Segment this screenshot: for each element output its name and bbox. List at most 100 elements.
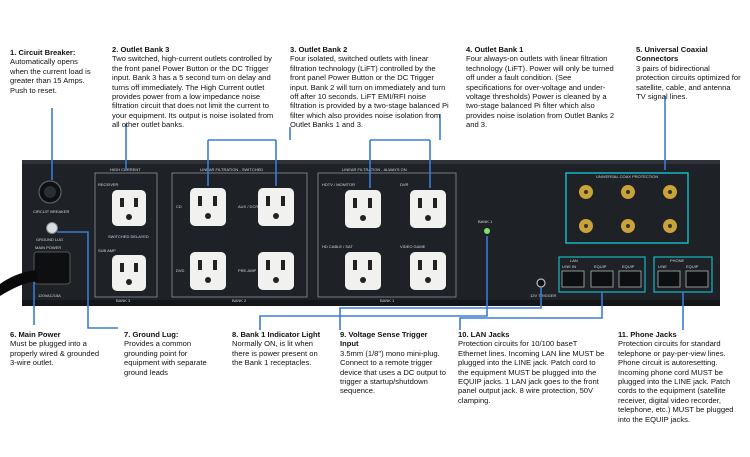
outlet-label-cd: CD [176, 204, 182, 209]
outlet-label-pre-amp: PRE-AMP [238, 268, 257, 273]
coax-connector[interactable] [621, 185, 635, 199]
callout-outlet-bank-1: 4. Outlet Bank 1 Four always-on outlets … [466, 45, 616, 130]
bank3-note: SWITCHED DELAYED [108, 234, 149, 239]
callout-circuit-breaker: 1. Circuit Breaker: Automatically opens … [10, 48, 94, 95]
phone-header: PHONE [670, 258, 685, 263]
callout-title: 7. Ground Lug: [124, 330, 179, 339]
callout-desc: Protection circuits for standard telepho… [618, 339, 734, 424]
lan-jack[interactable] [561, 270, 585, 288]
outlet-label-receiver: RECEIVER [98, 182, 119, 187]
bank2-header: LINEAR FILTRATION - SWITCHED [200, 167, 263, 172]
callout-outlet-bank-3: 2. Outlet Bank 3 Two switched, high-curr… [112, 45, 280, 130]
power-cord [0, 270, 38, 296]
outlet-label-hd-cable: HD CABLE / SAT [322, 244, 353, 249]
leader-line [459, 292, 603, 330]
callout-desc: Two switched, high-current outlets contr… [112, 54, 274, 130]
outlet[interactable] [190, 252, 226, 290]
callout-title: 6. Main Power [10, 330, 61, 339]
callout-desc: Normally ON, is lit when there is power … [232, 339, 318, 368]
callout-ground-lug: 7. Ground Lug: Provides a common groundi… [124, 330, 224, 377]
outlet-label-aux-dcr: AUX / DCR [238, 204, 258, 209]
lan-jack-label: EQUIP [594, 264, 607, 269]
coax-connector[interactable] [621, 219, 635, 233]
leader-line [207, 127, 291, 186]
indicator-label: BANK 1 [478, 219, 493, 224]
bank3-frame [94, 172, 158, 298]
callout-title: 2. Outlet Bank 3 [112, 45, 170, 54]
callout-phone-jacks: 11. Phone Jacks Protection circuits for … [618, 330, 746, 424]
main-power-label: MAIN POWER [35, 245, 61, 250]
voltage-label: 120VAC/15A [38, 293, 61, 298]
outlet[interactable] [258, 252, 294, 290]
leader-line [369, 114, 441, 188]
lan-jack-label: LINE IN [562, 264, 576, 269]
bank1-header: LINEAR FILTRATION - ALWAYS ON [342, 167, 407, 172]
callout-title: 3. Outlet Bank 2 [290, 45, 348, 54]
callout-desc: Must be plugged into a properly wired & … [10, 339, 100, 368]
ground-lug-label: GROUND LUG [36, 237, 63, 242]
callout-desc: 3 pairs of bidirectional protection circ… [636, 63, 741, 102]
coax-connector[interactable] [663, 219, 677, 233]
callout-title: 11. Phone Jacks [618, 330, 677, 339]
coax-outline [565, 172, 689, 244]
phone-jack[interactable] [685, 270, 709, 288]
callout-title: 1. Circuit Breaker: [10, 48, 76, 57]
callout-desc: Protection circuits for 10/100 baseT Eth… [458, 339, 605, 405]
leader-line [339, 288, 542, 330]
leader-line [57, 231, 118, 329]
lan-jack-label: EQUIP [622, 264, 635, 269]
outlet-label-dvr: DVR [400, 182, 409, 187]
trigger-label: 12V TRIGGER [530, 293, 556, 298]
coax-connector[interactable] [663, 185, 677, 199]
bank3-footer: BANK 3 [116, 298, 131, 303]
bank2-frame [171, 172, 308, 298]
leader-line [259, 236, 488, 330]
coax-connector[interactable] [579, 185, 593, 199]
bank1-footer: BANK 1 [380, 298, 395, 303]
callout-lan-jacks: 10. LAN Jacks Protection circuits for 10… [458, 330, 608, 405]
outlet[interactable] [112, 255, 146, 291]
circuit-breaker-label: CIRCUIT BREAKER [33, 209, 69, 214]
outlet[interactable] [345, 252, 381, 290]
outlet-label-hdtv: HDTV / MONITOR [322, 182, 355, 187]
phone-jack[interactable] [657, 270, 681, 288]
trigger-input-jack[interactable] [536, 278, 546, 288]
outlet-label-dvd: DVD [176, 268, 185, 273]
callout-desc: Automatically opens when the current loa… [10, 57, 91, 95]
callout-desc: Provides a common grounding point for eq… [124, 339, 207, 377]
coax-header: UNIVERSAL COAX PROTECTION [596, 174, 658, 179]
callout-title: 8. Bank 1 Indicator Light [232, 330, 321, 339]
callout-main-power: 6. Main Power Must be plugged into a pro… [10, 330, 102, 368]
outlet[interactable] [190, 188, 226, 226]
callout-title: 10. LAN Jacks [458, 330, 510, 339]
callout-trigger-input: 9. Voltage Sense Trigger Input 3.5mm (1/… [340, 330, 446, 396]
callout-coaxial-connectors: 5. Universal Coaxial Connectors 3 pairs … [636, 45, 742, 101]
bank2-footer: BANK 2 [232, 298, 247, 303]
outlet[interactable] [410, 252, 446, 290]
ground-lug[interactable] [46, 222, 58, 234]
outlet-label-video-game: VIDEO GAME [400, 244, 426, 249]
coax-connector[interactable] [579, 219, 593, 233]
callout-title: 5. Universal Coaxial Connectors [636, 45, 708, 64]
bank1-frame [317, 172, 457, 298]
phone-jack-label: EQUIP [686, 264, 699, 269]
callout-desc: Four always-on outlets with linear filtr… [466, 54, 615, 130]
lan-header: LAN [570, 258, 578, 263]
lan-jack[interactable] [590, 270, 614, 288]
outlet-label-sub-amp: SUB AMP [98, 248, 116, 253]
callout-title: 4. Outlet Bank 1 [466, 45, 524, 54]
callout-outlet-bank-2: 3. Outlet Bank 2 Four isolated, switched… [290, 45, 450, 130]
outlet[interactable] [410, 190, 446, 228]
main-power-inlet [33, 251, 71, 285]
callout-desc: 3.5mm (1/8") mono mini-plug. Connect to … [340, 348, 446, 396]
outlet[interactable] [345, 190, 381, 228]
callout-indicator-light: 8. Bank 1 Indicator Light Normally ON, i… [232, 330, 330, 368]
phone-jack-label: LINE [658, 264, 667, 269]
outlet[interactable] [258, 188, 294, 226]
callout-title: 9. Voltage Sense Trigger Input [340, 330, 428, 349]
outlet[interactable] [112, 190, 146, 226]
lan-jack[interactable] [618, 270, 642, 288]
callout-desc: Four isolated, switched outlets with lin… [290, 54, 449, 130]
